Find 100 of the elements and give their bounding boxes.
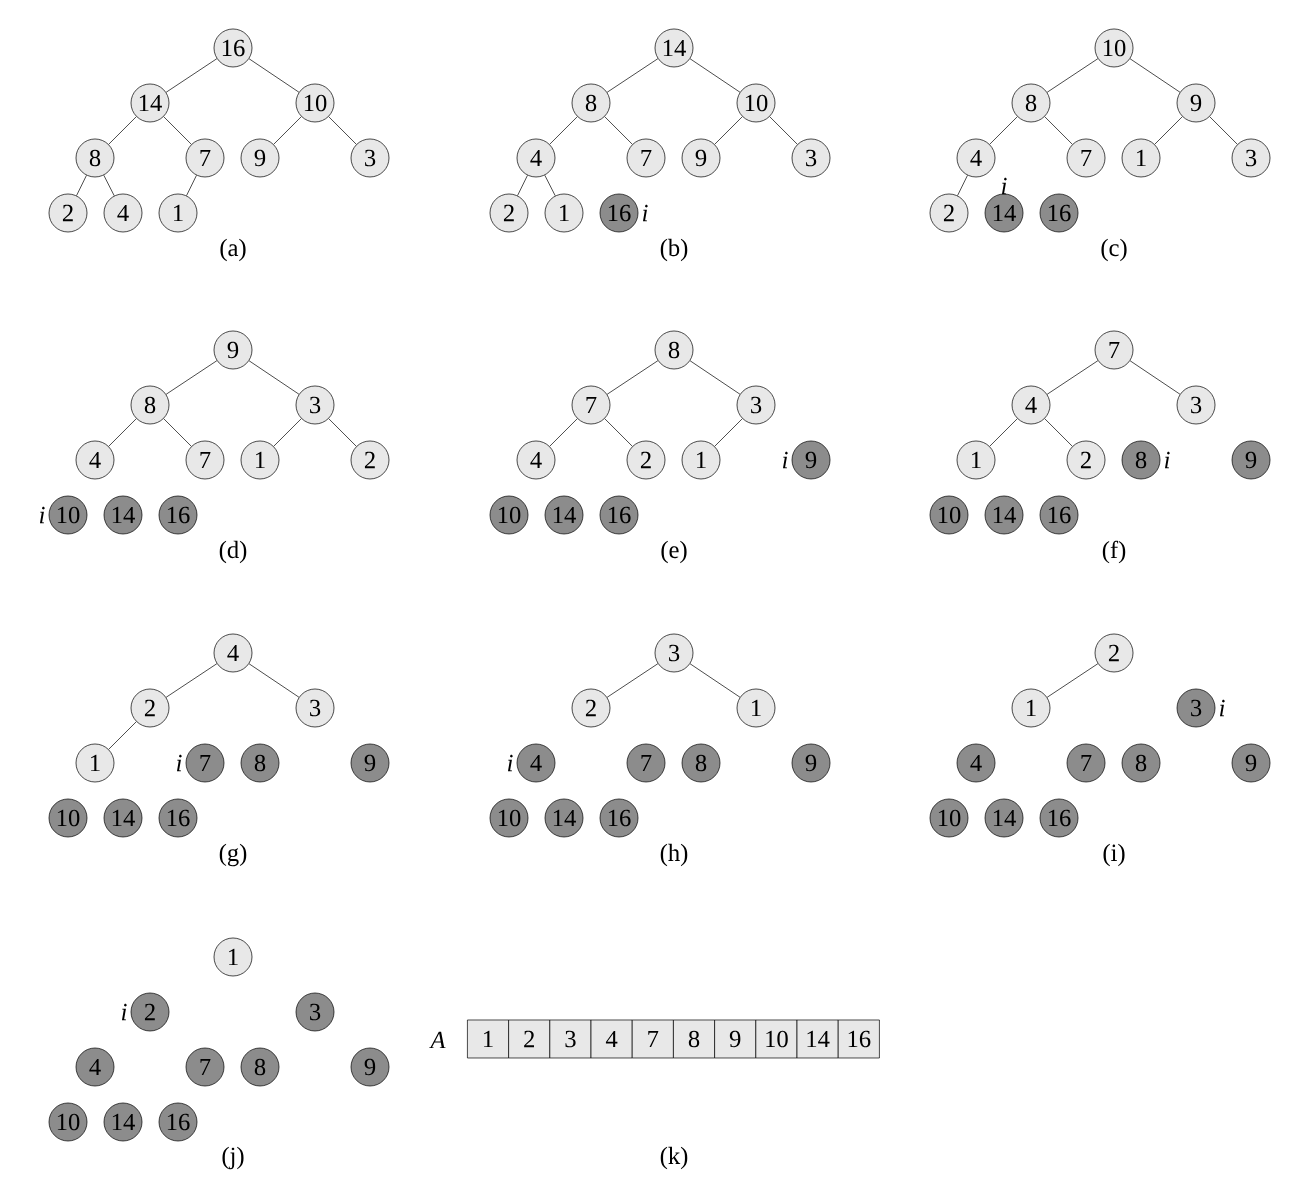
tree-edge	[1129, 360, 1181, 395]
array-cell: 8	[673, 1019, 715, 1059]
tree-edge	[689, 360, 741, 395]
panel-caption: (i)	[1103, 843, 1125, 867]
panel-caption: (b)	[660, 238, 688, 262]
heap-node: 16	[158, 798, 198, 838]
heap-node: 4	[103, 193, 143, 233]
heap-node: 4	[75, 1047, 115, 1087]
heap-node: 7	[185, 440, 225, 480]
index-label: i	[121, 1003, 127, 1021]
heap-node: 9	[350, 1047, 390, 1087]
array-cell: 9	[714, 1019, 757, 1059]
tree-edge	[714, 418, 743, 447]
heap-node: 16	[158, 495, 198, 535]
heap-node: 4	[213, 633, 253, 673]
array-cell: 16	[837, 1019, 880, 1059]
heap-node: 2	[1066, 440, 1106, 480]
heap-node: 1	[240, 440, 280, 480]
panel-caption: (g)	[219, 843, 247, 867]
tree-edge	[689, 663, 741, 698]
heap-node: 2	[489, 193, 529, 233]
tree-edge	[549, 418, 578, 447]
heap-node: 3	[350, 138, 390, 178]
heap-node: 10	[929, 495, 969, 535]
heap-node: 7	[185, 1047, 225, 1087]
heap-node: 2	[130, 992, 170, 1032]
tree-edge	[273, 418, 302, 447]
heap-node: 10	[1094, 28, 1134, 68]
panel-caption: (f)	[1102, 540, 1126, 564]
array-cell: 10	[755, 1019, 798, 1059]
heap-node: 14	[130, 83, 170, 123]
tree-edge	[165, 663, 218, 698]
panel-caption: (j)	[222, 1146, 244, 1170]
heap-node: 4	[516, 440, 556, 480]
heap-node: 10	[295, 83, 335, 123]
tree-edge	[989, 116, 1018, 145]
heap-node: 1	[158, 193, 198, 233]
array-cell: 2	[508, 1019, 551, 1059]
heap-node: 9	[1231, 440, 1271, 480]
heap-node: 7	[626, 138, 666, 178]
tree-edge	[1044, 116, 1073, 145]
heap-node: 16	[1039, 193, 1079, 233]
heap-node: 4	[516, 743, 556, 783]
heap-node: 10	[489, 798, 529, 838]
heap-node: 8	[1121, 440, 1161, 480]
tree-edge	[248, 663, 300, 698]
tree-edge	[957, 175, 968, 196]
heap-node: 8	[75, 138, 115, 178]
tree-edge	[186, 175, 197, 196]
heap-node: 9	[791, 743, 831, 783]
tree-edge	[604, 418, 633, 447]
heap-node: 3	[736, 385, 776, 425]
heap-node: 14	[984, 798, 1024, 838]
heap-node: 4	[956, 138, 996, 178]
heap-node: 1	[1121, 138, 1161, 178]
heap-node: 3	[1231, 138, 1271, 178]
heap-node: 10	[48, 1102, 88, 1142]
heap-node: 8	[240, 1047, 280, 1087]
heap-node: 14	[103, 798, 143, 838]
tree-edge	[1129, 58, 1181, 93]
tree-edge	[165, 360, 218, 395]
heap-node: 16	[213, 28, 253, 68]
array-cell: 7	[631, 1019, 674, 1059]
heap-node: 4	[75, 440, 115, 480]
heap-node: 14	[654, 28, 694, 68]
heap-node: 2	[626, 440, 666, 480]
heap-node: 10	[489, 495, 529, 535]
tree-edge	[1044, 418, 1073, 447]
index-label: i	[1002, 177, 1007, 195]
tree-edge	[108, 721, 137, 750]
tree-edge	[108, 418, 137, 447]
heap-node: 9	[791, 440, 831, 480]
heap-node: 1	[956, 440, 996, 480]
panel-caption: (a)	[220, 238, 246, 262]
array-name: A	[429, 1031, 446, 1049]
heap-node: 3	[1176, 688, 1216, 728]
panel-caption: (d)	[219, 540, 247, 564]
heap-node: 9	[1176, 83, 1216, 123]
tree-edge	[248, 58, 300, 93]
index-label: i	[39, 506, 45, 524]
tree-edge	[606, 663, 659, 698]
index-label: i	[1165, 451, 1170, 469]
array-cell: 3	[549, 1019, 592, 1059]
heap-node: 8	[1011, 83, 1051, 123]
heap-node: 1	[213, 937, 253, 977]
heap-node: 7	[626, 743, 666, 783]
tree-edge	[165, 58, 218, 93]
heap-node: 9	[350, 743, 390, 783]
heap-node: 3	[654, 633, 694, 673]
heap-node: 14	[984, 193, 1024, 233]
heap-node: 2	[350, 440, 390, 480]
heap-node: 1	[736, 688, 776, 728]
tree-edge	[714, 116, 743, 145]
tree-edge	[108, 116, 137, 145]
heap-node: 9	[1231, 743, 1271, 783]
heap-node: 1	[1011, 688, 1051, 728]
tree-edge	[604, 116, 633, 145]
index-label: i	[642, 204, 648, 222]
heap-node: 8	[1121, 743, 1161, 783]
heap-node: 3	[791, 138, 831, 178]
